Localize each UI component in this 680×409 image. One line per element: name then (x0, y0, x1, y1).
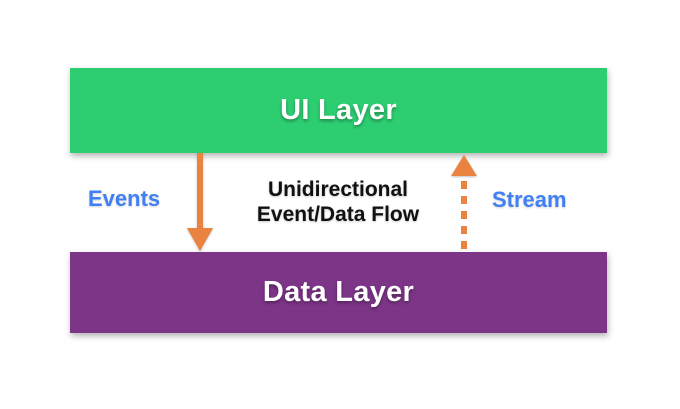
arrow-down-icon (187, 228, 213, 251)
data-layer-box: Data Layer (70, 252, 607, 333)
flow-caption-line2: Event/Data Flow (256, 203, 420, 226)
arrow-up-icon (451, 155, 477, 176)
ui-layer-label: UI Layer (280, 94, 397, 126)
stream-label: Stream (492, 187, 567, 212)
events-arrow-shaft (197, 153, 203, 231)
data-layer-label: Data Layer (262, 276, 415, 308)
flow-caption-line1: Unidirectional (267, 178, 409, 201)
ui-layer-box: UI Layer (70, 68, 607, 153)
flow-caption: Unidirectional Event/Data Flow (238, 177, 438, 227)
events-label: Events (88, 186, 161, 211)
stream-arrow-shaft (461, 181, 467, 251)
